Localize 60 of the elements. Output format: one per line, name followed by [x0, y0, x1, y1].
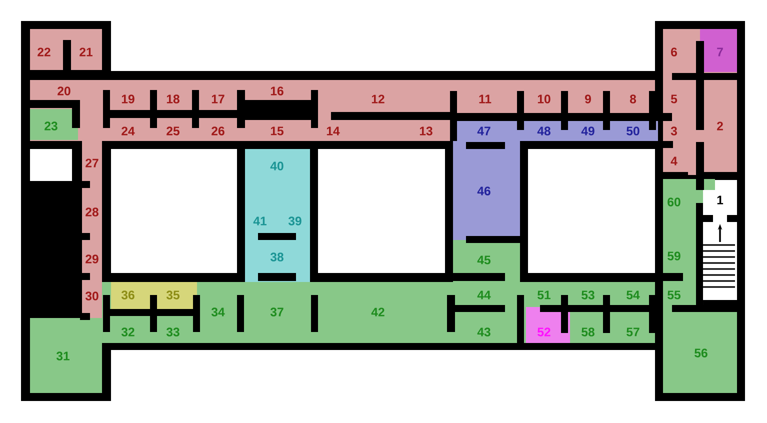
- room-number: 12: [372, 94, 384, 104]
- room-number: 28: [86, 208, 98, 216]
- room-number: 6: [671, 48, 677, 56]
- room-number: 29: [86, 254, 98, 264]
- room-number: 13: [420, 126, 432, 136]
- room-number: 25: [166, 126, 180, 136]
- room-number: 33: [166, 328, 180, 336]
- room-number: 18: [166, 94, 180, 104]
- room-number: 46: [477, 186, 490, 196]
- room-number: 38: [270, 252, 284, 262]
- room-number: 8: [630, 94, 636, 104]
- room-number: 26: [212, 126, 224, 136]
- room-number: 30: [85, 292, 98, 300]
- room-number: 24: [122, 126, 135, 136]
- room-number: 19: [122, 94, 134, 104]
- room-number: 47: [477, 126, 490, 136]
- room-number: 39: [288, 216, 302, 226]
- room-number: 20: [58, 86, 70, 96]
- room-number: 45: [477, 256, 490, 264]
- room-number: 52: [538, 328, 550, 336]
- room-number: 41: [253, 216, 266, 226]
- room-number: 56: [694, 348, 708, 358]
- room-number: 27: [86, 158, 98, 168]
- room-number: 44: [477, 290, 491, 300]
- room-number: 48: [537, 126, 550, 136]
- room-number: 57: [626, 328, 640, 336]
- room-number: 1: [717, 196, 724, 204]
- room-number: 55: [668, 290, 680, 300]
- room-number: 60: [668, 198, 680, 206]
- room-number: 10: [538, 94, 550, 104]
- room-number: 21: [80, 48, 92, 56]
- room-number: 43: [477, 328, 490, 336]
- room-number: 50: [626, 126, 640, 136]
- room-number: 16: [270, 86, 284, 96]
- room-number: 5: [670, 94, 678, 104]
- room-number: 23: [44, 122, 58, 130]
- room-number: 36: [121, 290, 134, 300]
- room-number: 37: [270, 308, 284, 316]
- room-number: 32: [121, 328, 134, 336]
- room-number: 53: [582, 290, 594, 300]
- room-number: 4: [670, 156, 678, 166]
- room-number: 2: [717, 122, 723, 130]
- room-number: 51: [538, 290, 550, 300]
- room-number: 54: [626, 290, 640, 300]
- room-number: 3: [670, 126, 677, 136]
- room-number: 49: [581, 126, 594, 136]
- room-number: 9: [585, 94, 591, 104]
- room-number: 17: [212, 94, 224, 104]
- room-number: 15: [270, 126, 284, 136]
- room-number: 34: [211, 308, 225, 316]
- room-number: 40: [270, 162, 284, 170]
- room-number: 31: [56, 352, 70, 360]
- room-number: 35: [166, 290, 180, 300]
- room-number: 7: [717, 48, 723, 56]
- room-number: 58: [582, 328, 594, 336]
- room-number: 11: [479, 94, 492, 104]
- room-number: 42: [371, 308, 384, 316]
- room-number: 22: [38, 48, 50, 56]
- room-number: 14: [326, 126, 340, 136]
- room-number: 59: [668, 252, 680, 260]
